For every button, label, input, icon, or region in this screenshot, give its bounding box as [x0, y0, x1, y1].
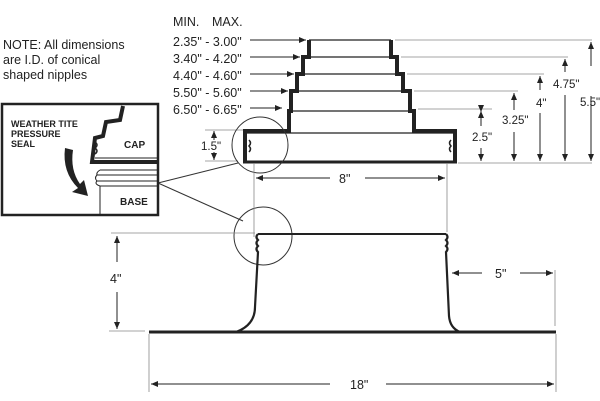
size-pointer-arrows [250, 37, 306, 111]
seal-detail-inset [0, 102, 160, 217]
inset-title-line: SEAL [11, 139, 36, 149]
size-row-5: 6.50" - 6.65" [173, 103, 242, 117]
base-height-label: 4" [110, 272, 121, 286]
height-label-4: 4" [536, 98, 546, 110]
dimension-note: NOTE: All dimensions are I.D. of conical… [3, 38, 173, 83]
note-line: shaped nipples [3, 68, 88, 82]
base-profile [149, 233, 556, 334]
seal-pointer-arrow-icon [64, 148, 88, 196]
inset-title-line: PRESSURE [11, 129, 61, 139]
flange-extension-label: 5" [495, 267, 506, 281]
height-label-3-25: 3.25" [502, 115, 528, 127]
inset-cap-label: CAP [124, 140, 145, 151]
cap-width-label: 8" [339, 172, 350, 186]
height-label-2-5: 2.5" [472, 132, 492, 144]
inset-base-label: BASE [120, 197, 148, 208]
base-width-label: 18" [350, 378, 368, 392]
cap-profile [243, 39, 457, 164]
header-max: MAX. [212, 15, 243, 29]
height-extension-lines [395, 39, 592, 164]
inset-title-line: WEATHER TITE [11, 119, 78, 129]
size-row-1: 2.35" - 3.00" [173, 35, 242, 49]
size-row-3: 4.40" - 4.60" [173, 69, 242, 83]
cap-detail-circle [231, 116, 289, 174]
note-line: NOTE: All dimensions [3, 38, 125, 52]
header-min: MIN. [173, 15, 199, 29]
size-row-2: 3.40" - 4.20" [173, 52, 242, 66]
height-label-4-75: 4.75" [553, 79, 579, 91]
base-detail-circle [233, 206, 293, 266]
height-label-5-5: 5.5" [580, 97, 600, 109]
cap-base-height-label: 1.5" [201, 141, 221, 153]
note-line: are I.D. of conical [3, 53, 101, 67]
size-row-4: 5.50" - 5.60" [173, 86, 242, 100]
